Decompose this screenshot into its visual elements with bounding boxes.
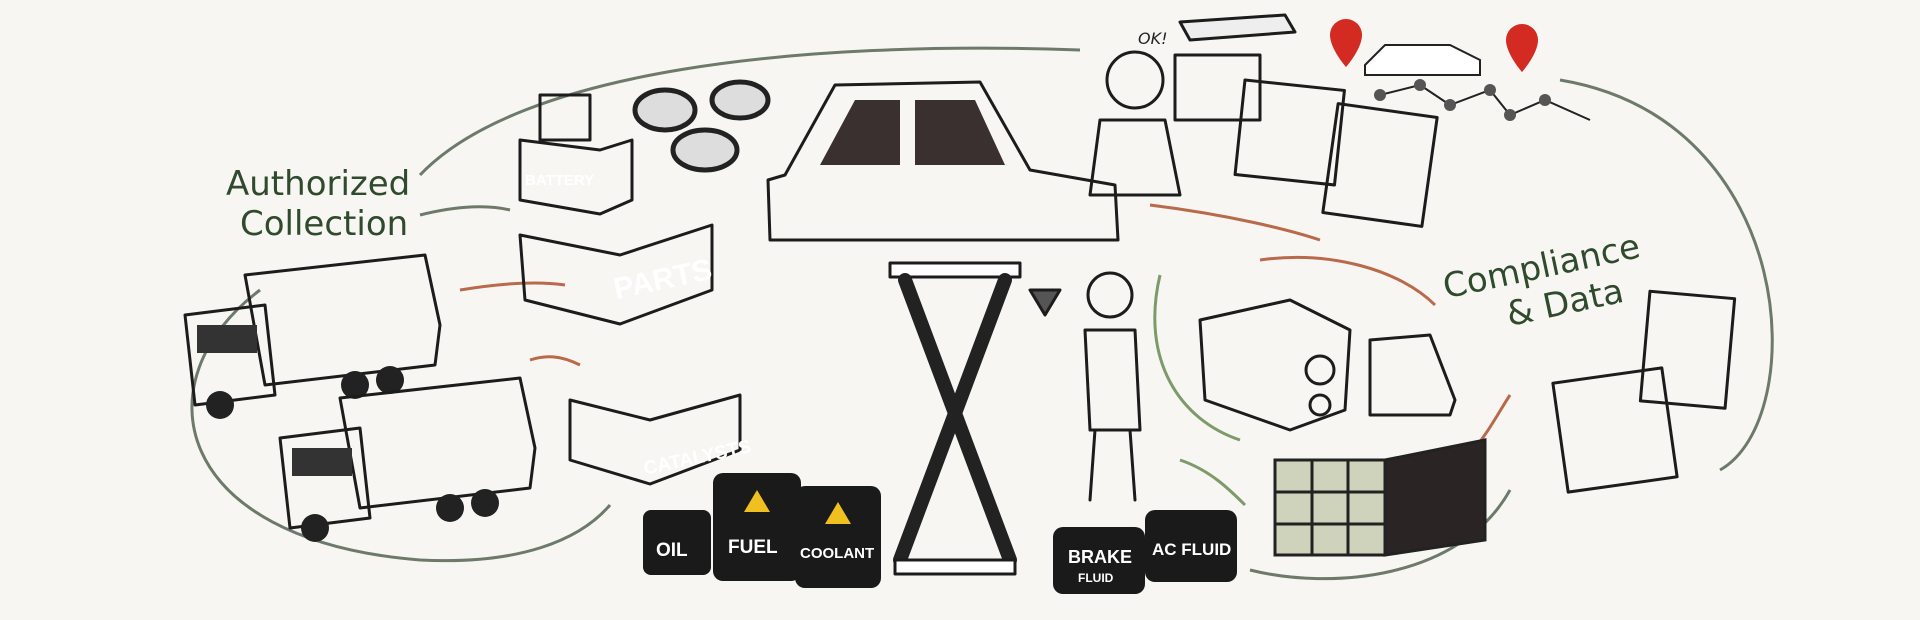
location-pin-icon [1330,19,1362,67]
fuel-label: FUEL [728,537,778,558]
location-pin-icon [1506,24,1538,72]
checklist-icon [1551,289,1737,494]
car-icon [1364,44,1481,76]
battery-label: BATTERY [525,172,594,189]
route-map-icon [1330,19,1591,121]
brake-label-line1: BRAKE [1068,547,1132,567]
truck-icon [278,376,537,542]
barrel-oil: OIL [643,510,711,575]
engine-icon [1198,298,1352,432]
flow-arcs [190,46,1774,581]
coolant-label: COOLANT [800,545,874,562]
catalysts-bin: CATALYSTS [568,393,753,486]
documents-icon [1173,13,1439,228]
parts-label: PARTS [611,253,715,306]
oil-label: OIL [656,540,688,561]
barrel-coolant: COOLANT [795,486,881,588]
tires-icon [632,79,771,173]
inspector-icon [1088,50,1182,197]
ok-label: OK! [1138,29,1168,48]
barrel-fuel: FUEL [713,473,801,581]
truck-icon [183,253,442,419]
mechanic-icon [1028,271,1142,502]
car-body-icon [766,80,1120,242]
brake-label-line2: FLUID [1078,571,1114,585]
battery-bin: BATTERY [518,93,634,216]
authorized-label-line2: Collection [240,204,408,244]
parts-shelf-icon [1273,438,1487,557]
ac-label: AC FLUID [1152,540,1231,559]
scissor-lift-icon [888,261,1022,576]
authorized-label-line1: Authorized [226,164,410,204]
barrel-ac-fluid: AC FLUID [1145,510,1237,582]
parts-bin: PARTS [518,223,715,326]
barrel-brake-fluid: BRAKE FLUID [1053,527,1145,594]
car-door-icon [1368,333,1457,417]
